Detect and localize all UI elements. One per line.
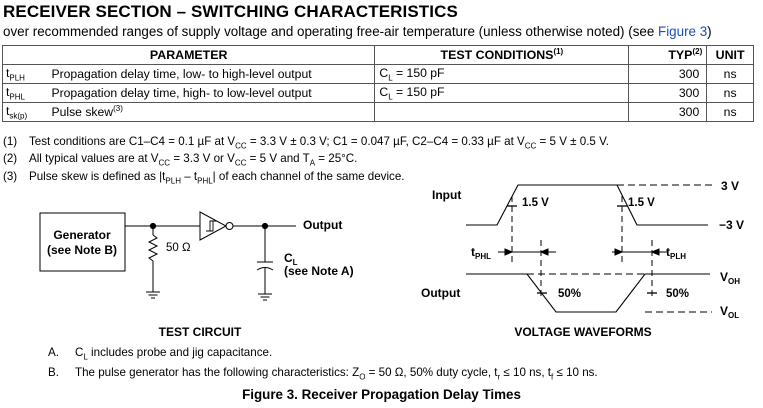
footnote-b: B.The pulse generator has the following … <box>48 366 598 382</box>
inverter-bubble <box>225 222 234 230</box>
v-low-label: −3 V <box>719 218 744 232</box>
header-test-conditions: TEST CONDITIONS(1) <box>374 45 630 65</box>
section-subtitle: over recommended ranges of supply voltag… <box>3 24 712 39</box>
param-typ: 300 <box>628 83 708 103</box>
note-2: (2)All typical values are at VCC = 3.3 V… <box>3 152 358 168</box>
generator-label: Generator <box>53 228 111 242</box>
section-title: RECEIVER SECTION – SWITCHING CHARACTERIS… <box>3 2 458 21</box>
param-description: Pulse skew(3) <box>47 102 376 122</box>
header-unit: UNIT <box>706 45 754 65</box>
voltage-waveforms-title: VOLTAGE WAVEFORMS <box>514 325 651 339</box>
resistor-label: 50 Ω <box>166 242 191 254</box>
table-row: tPHL Propagation delay time, high- to lo… <box>2 83 754 103</box>
table-notes: (1)Test conditions are C1–C4 = 0.1 µF at… <box>3 135 609 187</box>
table-header-row: PARAMETER TEST CONDITIONS(1) TYP(2) UNIT <box>1 45 754 65</box>
ground-symbol-2 <box>258 293 272 301</box>
param-unit: ns <box>706 102 754 122</box>
voh-label: VOH <box>720 270 740 286</box>
waveform-input-label: Input <box>432 188 461 202</box>
param-symbol: tsk(p) <box>2 102 48 122</box>
vol-label: VOL <box>720 304 739 320</box>
note-3: (3)Pulse skew is defined as |tPLH – tPHL… <box>3 169 405 185</box>
test-circuit <box>39 211 296 301</box>
figure-caption: Figure 3. Receiver Propagation Delay Tim… <box>242 387 521 402</box>
tplh-label: tPLH <box>666 245 686 261</box>
resistor-50-ohm <box>147 234 159 262</box>
input-threshold-2-label: 1.5 V <box>628 197 655 209</box>
cl-note-label: (see Note A) <box>284 264 354 278</box>
test-circuit-title: TEST CIRCUIT <box>159 325 242 339</box>
output-50pct-1-label: 50% <box>558 288 581 300</box>
ground-symbol-1 <box>146 291 160 299</box>
generator-box <box>39 212 126 272</box>
param-typ: 300 <box>628 64 708 84</box>
switching-characteristics-table: PARAMETER TEST CONDITIONS(1) TYP(2) UNIT… <box>1 45 754 122</box>
output-waveform <box>466 273 708 313</box>
voltage-waveforms <box>466 184 712 313</box>
output-50pct-2-label: 50% <box>666 288 689 300</box>
receiver-buffer-symbol <box>199 211 228 241</box>
param-description: Propagation delay time, high- to low-lev… <box>47 83 376 103</box>
circuit-output-label: Output <box>303 218 342 232</box>
tphl-label: tPHL <box>471 245 491 261</box>
param-typ: 300 <box>628 102 708 122</box>
table-row: tsk(p) Pulse skew(3) 300 ns <box>2 102 754 122</box>
input-threshold-1-label: 1.5 V <box>522 197 549 209</box>
v-high-label: 3 V <box>721 179 739 193</box>
waveform-output-label: Output <box>421 286 460 300</box>
figure-3-link[interactable]: Figure 3 <box>658 24 708 39</box>
note-1: (1)Test conditions are C1–C4 = 0.1 µF at… <box>3 135 609 151</box>
footnote-a: A.CL includes probe and jig capacitance. <box>48 346 273 362</box>
cl-label: CL <box>284 251 298 267</box>
generator-note-label: (see Note B) <box>47 243 117 257</box>
param-condition <box>374 102 630 122</box>
input-waveform <box>466 184 708 226</box>
